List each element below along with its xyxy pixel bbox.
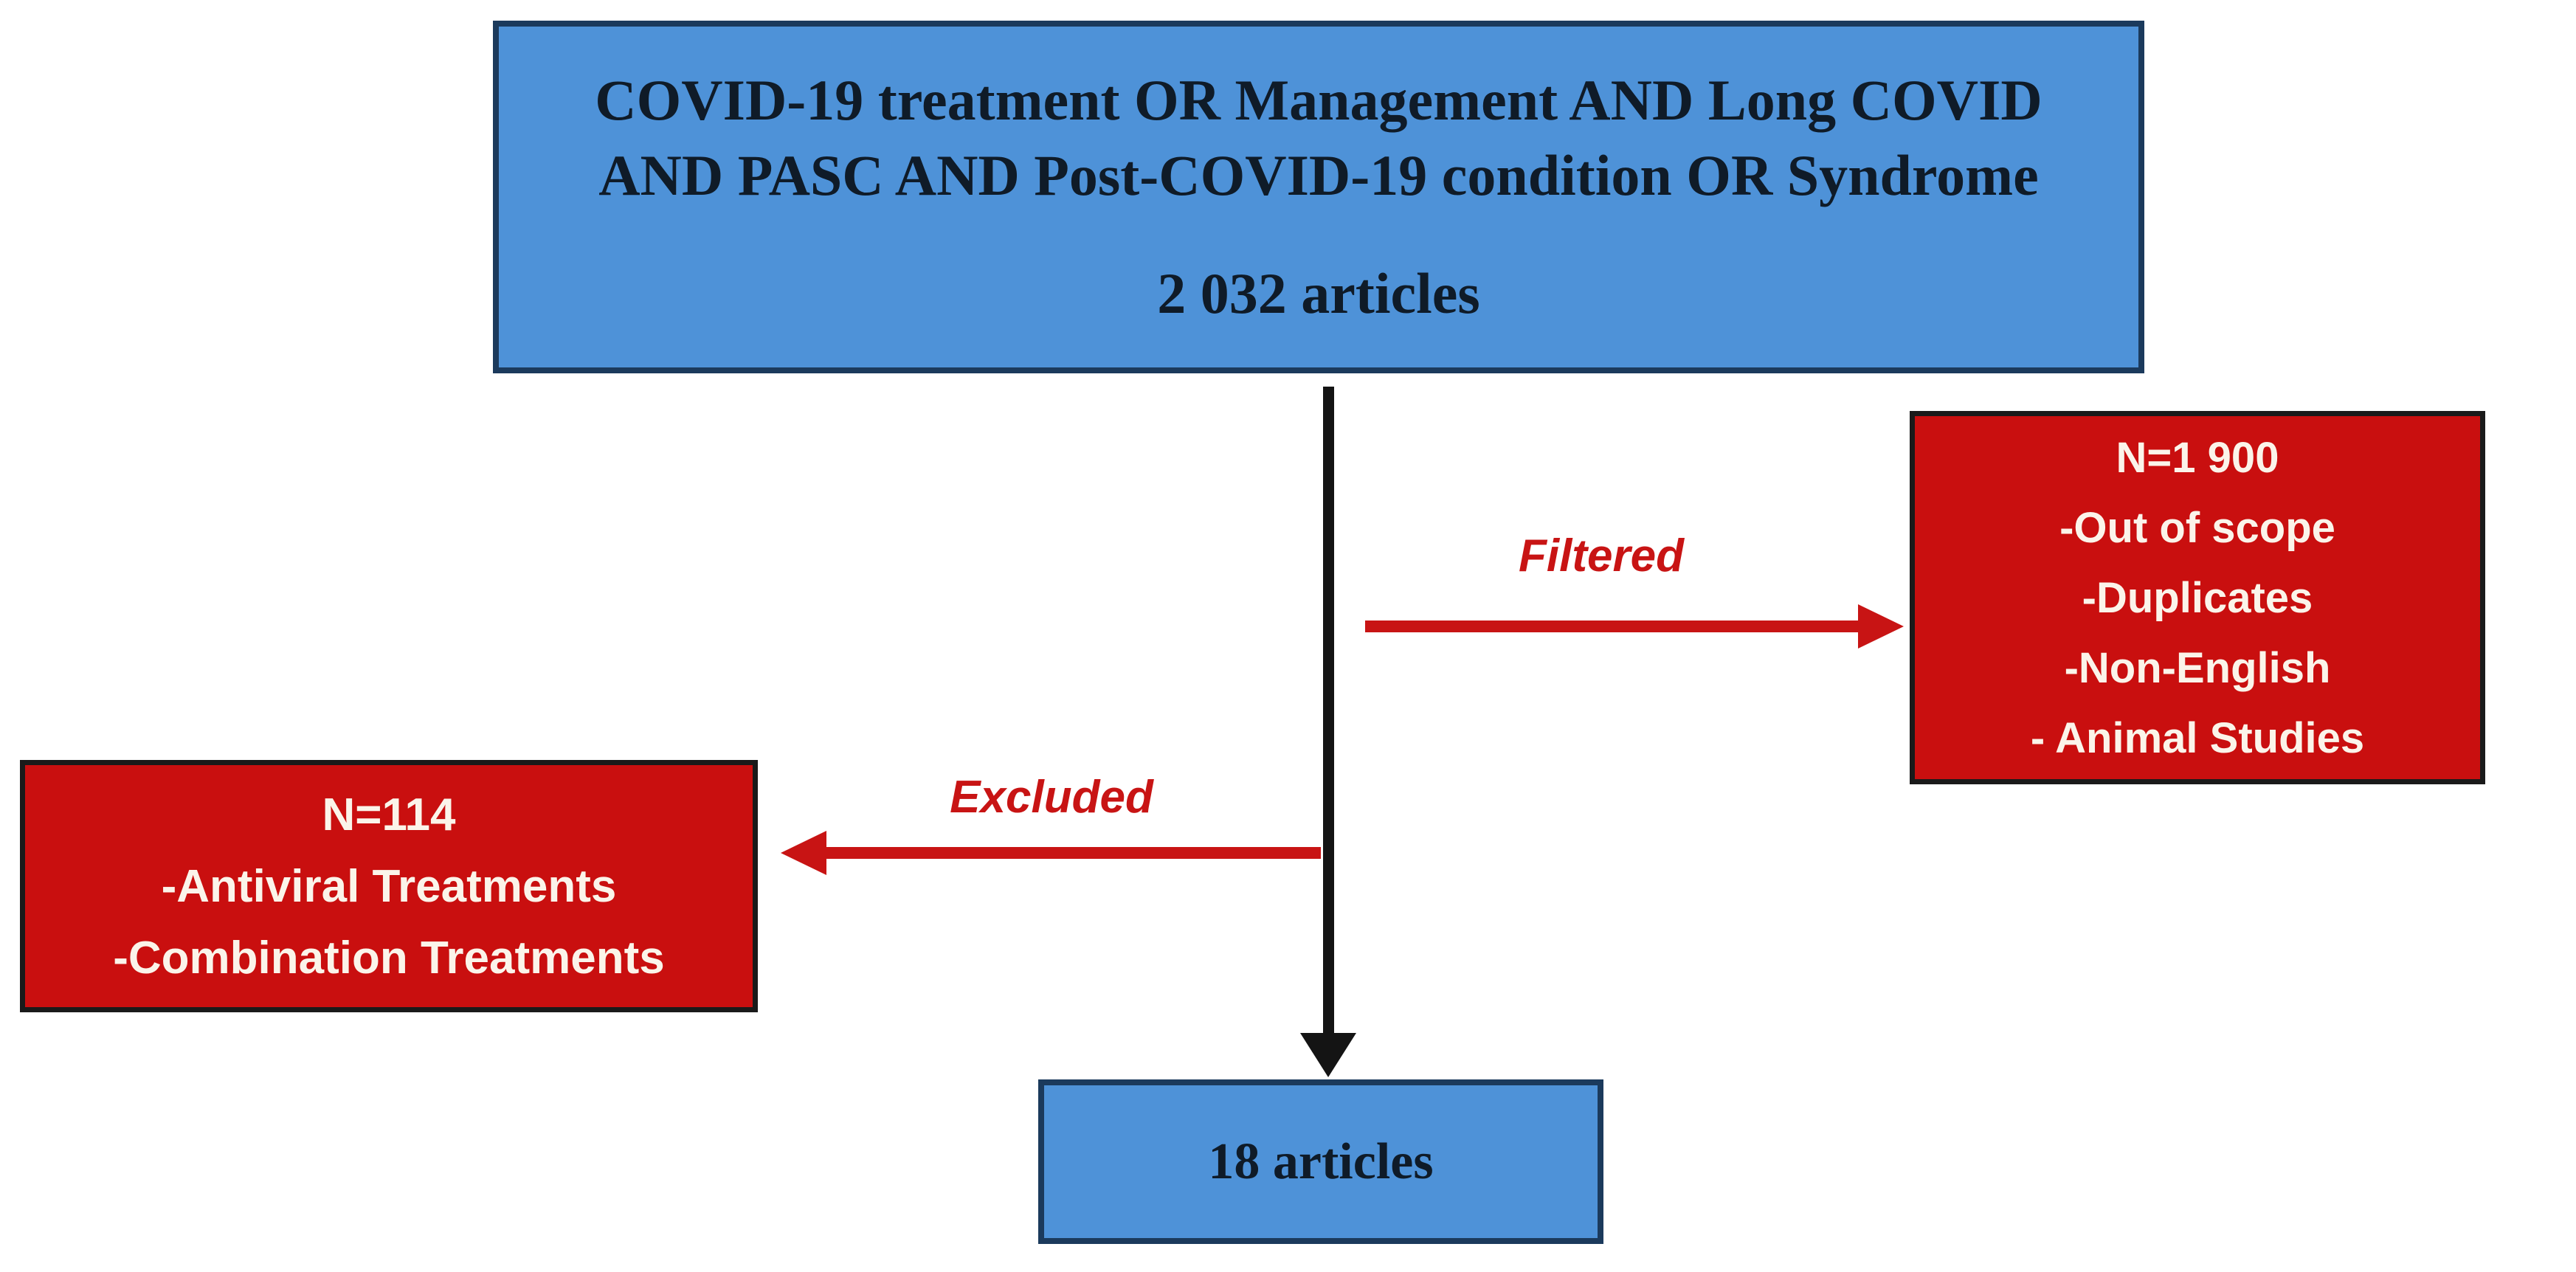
excluded-label: Excluded: [950, 772, 1153, 823]
excluded-arrow-head-icon: [781, 831, 826, 875]
box-line: -Out of scope: [2059, 503, 2335, 552]
down-arrow-head-icon: [1300, 1033, 1356, 1077]
query-text: COVID-19 treatment OR Management AND Lon…: [595, 63, 2042, 213]
query-line-1: COVID-19 treatment OR Management AND Lon…: [595, 68, 2043, 132]
excluded-box: N=114 -Antiviral Treatments -Combination T…: [20, 760, 758, 1012]
box-line: -Combination Treatments: [113, 932, 665, 984]
search-query-box: COVID-19 treatment OR Management AND Lon…: [493, 21, 2144, 373]
initial-article-count: 2 032 articles: [1157, 261, 1480, 325]
filtered-label: Filtered: [1519, 530, 1684, 581]
excluded-arrow-line: [826, 847, 1321, 859]
box-line: -Duplicates: [2082, 573, 2313, 622]
down-arrow-line: [1323, 387, 1334, 1034]
filtered-arrow-head-icon: [1858, 604, 1904, 649]
final-article-box: 18 articles: [1038, 1079, 1603, 1244]
filtered-out-box: N=1 900 -Out of scope -Duplicates -Non-Engl…: [1910, 411, 2485, 784]
box-line: N=114: [322, 789, 456, 840]
box-line: - Animal Studies: [2030, 713, 2365, 762]
box-line: -Non-English: [2064, 643, 2331, 692]
final-article-count: 18 articles: [1208, 1133, 1434, 1190]
query-line-2: AND PASC AND Post-COVID-19 condition OR …: [598, 143, 2039, 207]
box-line: N=1 900: [2116, 433, 2279, 482]
box-line: -Antiviral Treatments: [161, 860, 617, 912]
filtered-arrow-line: [1365, 621, 1858, 632]
